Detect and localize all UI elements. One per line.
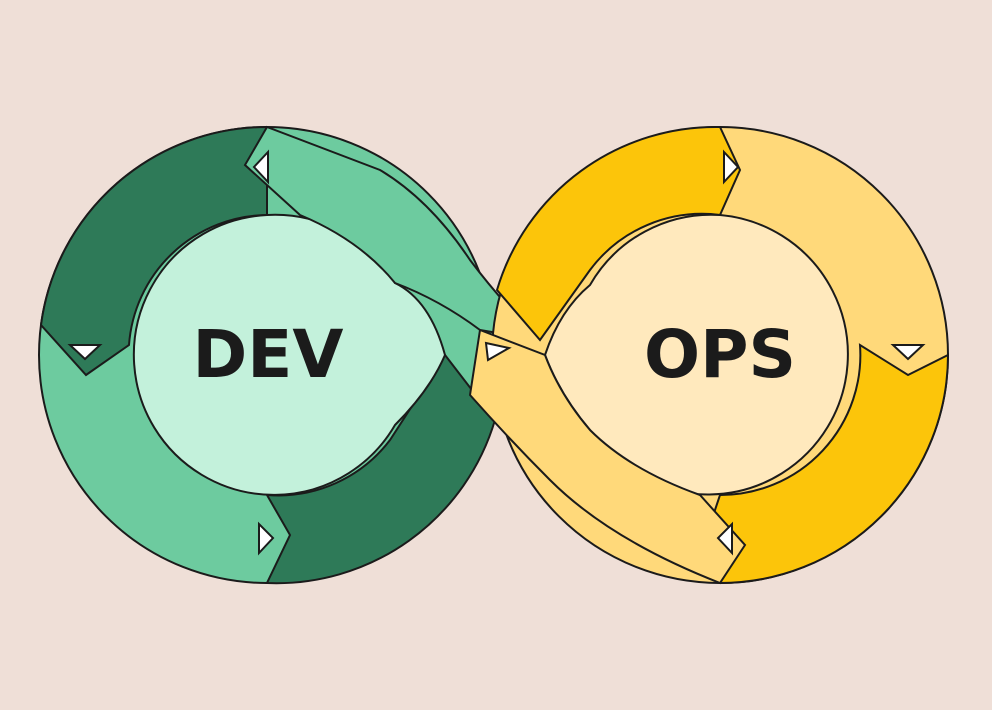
arrowhead-down-icon	[67, 344, 103, 361]
dev-crossing-band	[243, 125, 543, 342]
dev-loop	[38, 125, 543, 585]
arrowhead-down-icon	[890, 344, 926, 361]
arrowhead-right-icon	[258, 521, 275, 556]
dev-segment-bottom-right	[265, 353, 497, 585]
dev-segment-top-left	[39, 125, 268, 377]
dev-label: DEV	[193, 316, 344, 393]
ops-segment-bottom-right	[703, 343, 950, 585]
ops-segment-top-left	[495, 125, 742, 342]
ops-crossing-band	[468, 328, 747, 585]
ops-label: OPS	[644, 316, 796, 393]
arrowhead-right-icon	[723, 149, 740, 185]
arrowhead-left-icon	[716, 521, 733, 556]
ops-loop	[468, 125, 950, 585]
arrowhead-left-icon	[252, 149, 269, 185]
arrowhead-right-icon	[484, 341, 512, 362]
arrow-markers	[67, 149, 926, 556]
